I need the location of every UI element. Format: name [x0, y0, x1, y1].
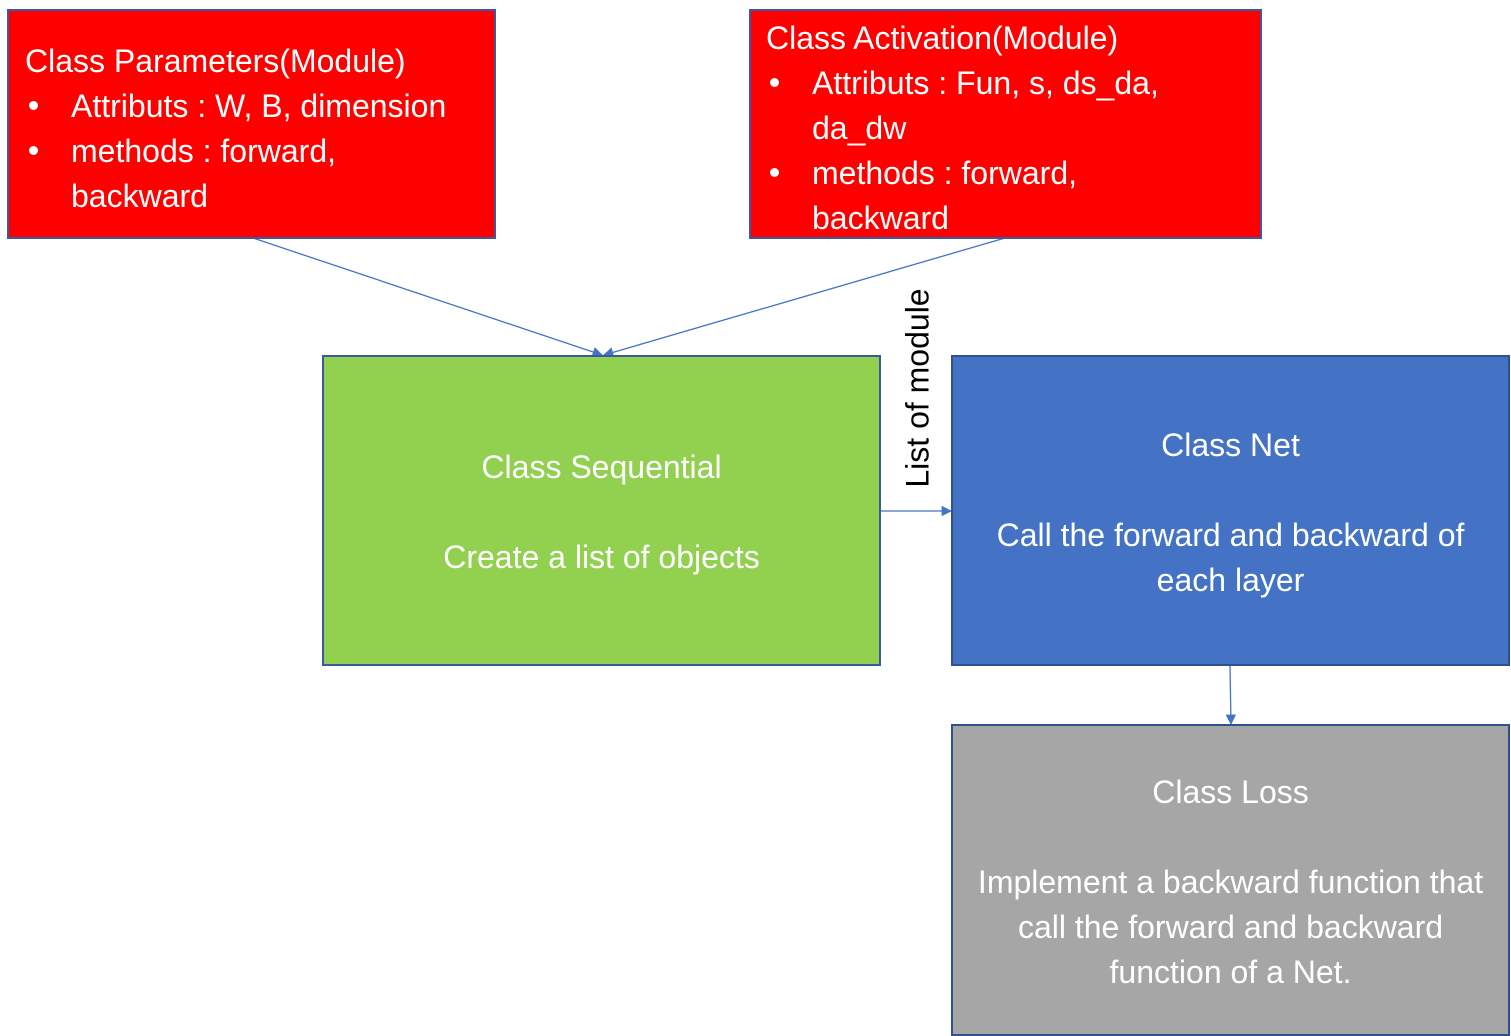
class-net-title: Class Net — [1161, 427, 1300, 463]
class-parameters-list: Attributs : W, B, dimension methods : fo… — [25, 84, 494, 219]
class-activation-list: Attributs : Fun, s, ds_da, da_dw methods… — [766, 61, 1260, 241]
class-loss-title: Class Loss — [1152, 774, 1309, 810]
class-net-box: Class Net Call the forward and backward … — [951, 355, 1510, 666]
class-activation-title: Class Activation(Module) — [766, 20, 1119, 56]
class-parameters-attributes: Attributs : W, B, dimension — [25, 84, 494, 129]
class-activation-attributes: Attributs : Fun, s, ds_da, da_dw — [766, 61, 1232, 151]
edge-parameters-to-sequential — [252, 237, 603, 357]
class-net-description: Call the forward and backward of each la… — [996, 517, 1465, 598]
edge-label-list-of-module: List of module — [899, 288, 936, 488]
class-activation-methods: methods : forward, backward — [766, 151, 1142, 241]
class-activation-box: Class Activation(Module) Attributs : Fun… — [749, 9, 1262, 239]
class-loss-description: Implement a backward function that call … — [977, 864, 1484, 990]
class-loss-box: Class Loss Implement a backward function… — [951, 724, 1510, 1036]
class-sequential-description: Create a list of objects — [443, 539, 760, 575]
class-sequential-box: Class Sequential Create a list of object… — [322, 355, 881, 666]
edge-net-to-loss — [1225, 665, 1237, 726]
class-parameters-box: Class Parameters(Module) Attributs : W, … — [7, 9, 496, 239]
edge-activation-to-sequential — [603, 237, 1006, 358]
class-sequential-title: Class Sequential — [481, 449, 722, 485]
class-parameters-title: Class Parameters(Module) — [25, 43, 406, 79]
class-parameters-methods: methods : forward, backward — [25, 129, 401, 219]
